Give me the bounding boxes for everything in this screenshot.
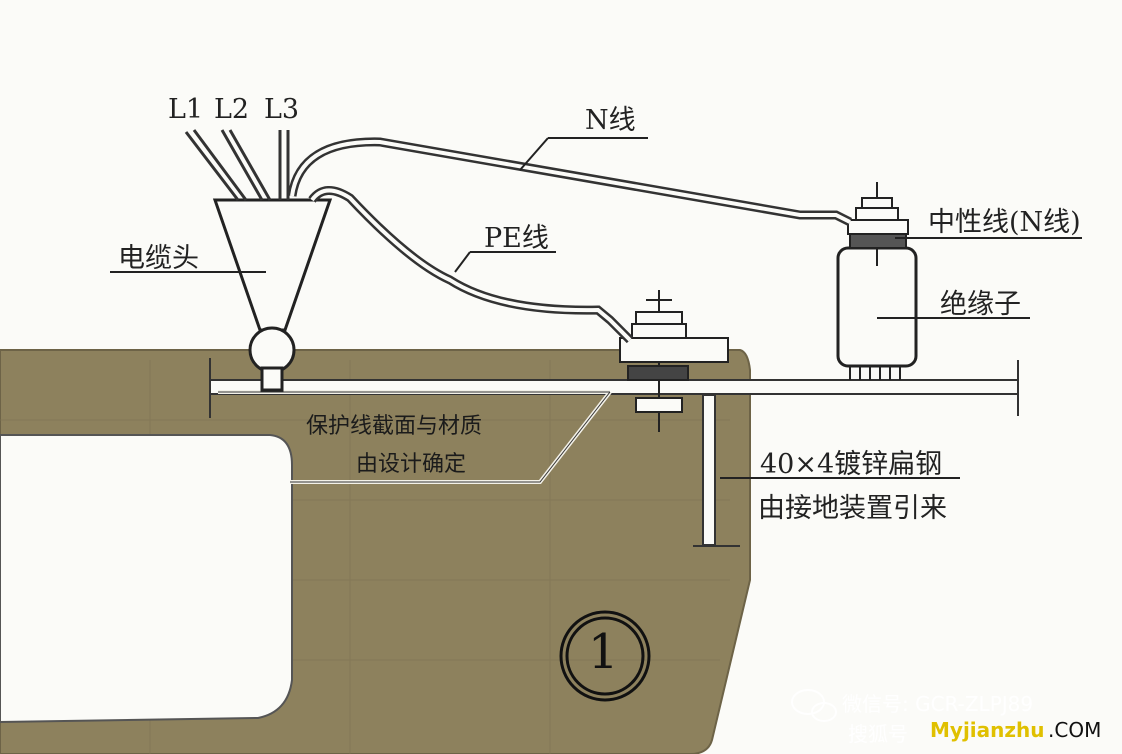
figure-number-circle <box>559 610 651 702</box>
watermark-sohu: 搜狐号 <box>848 722 908 746</box>
wechat-icon <box>791 689 837 722</box>
label-protection-note-2: 由设计确定 <box>356 452 467 477</box>
panel-opening <box>0 434 293 724</box>
label-steel-source: 由接地装置引来 <box>758 493 947 524</box>
label-neutral-line: 中性线(N线) <box>928 207 1081 238</box>
label-n-wire: N线 <box>585 105 636 136</box>
label-steel-spec: 40×4镀锌扁钢 <box>760 449 943 480</box>
phase-wires <box>184 129 290 201</box>
label-l1: L1 <box>168 94 204 125</box>
label-cable-head: 电缆头 <box>118 243 199 274</box>
label-pe-wire: PE线 <box>484 223 549 254</box>
label-insulator: 绝缘子 <box>940 289 1021 320</box>
neutral-terminal-bolt <box>847 182 909 266</box>
n-wire <box>287 137 853 227</box>
leader-lines <box>110 137 1082 479</box>
pe-wire <box>308 186 634 344</box>
steel-strip <box>702 394 716 546</box>
label-protection-note-1: 保护线截面与材质 <box>306 414 483 439</box>
watermark-wechat: 微信号: GCR-ZLPJ89 <box>842 692 1034 716</box>
label-l3: L3 <box>264 94 300 125</box>
insulator-body <box>836 246 918 380</box>
label-l2: L2 <box>214 94 250 125</box>
watermark-site: Myjianzhu <box>930 718 1045 742</box>
watermark-site-suffix: .COM <box>1048 718 1102 742</box>
figure-number: 1 <box>588 624 619 680</box>
pe-terminal-bolt <box>619 290 729 432</box>
cable-head <box>212 198 333 392</box>
